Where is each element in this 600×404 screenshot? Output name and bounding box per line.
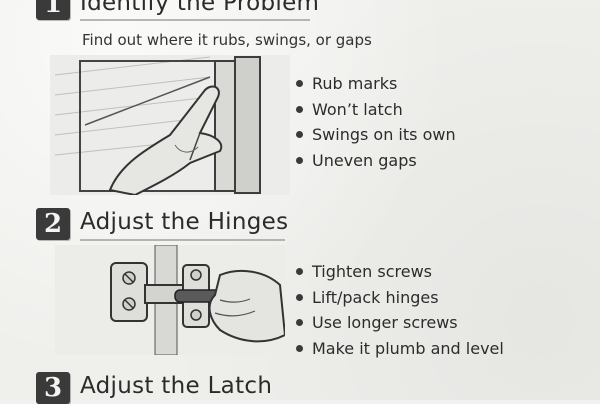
step-1-subtitle: Find out where it rubs, swings, or gaps — [82, 31, 372, 49]
bullet-dot-icon — [296, 80, 303, 88]
step-1-badge: 1 — [36, 0, 70, 20]
bullet-dot-icon — [296, 105, 303, 113]
step-2-title: Adjust the Hinges — [80, 209, 289, 235]
step-3-title: Adjust the Latch — [80, 373, 273, 399]
list-item: Tighten screws — [296, 259, 504, 285]
bullet-dot-icon — [296, 131, 303, 139]
list-item: Lift/pack hinges — [296, 285, 504, 311]
bullet-dot-icon — [296, 156, 303, 164]
step-2-bullet-list: Tighten screws Lift/pack hinges Use long… — [296, 259, 504, 361]
step-1-bullet-list: Rub marks Won’t latch Swings on its own … — [296, 71, 456, 173]
step-3-badge: 3 — [36, 372, 70, 404]
bullet-dot-icon — [296, 344, 303, 352]
step-2-number: 2 — [43, 209, 63, 239]
step-3-number: 3 — [43, 373, 63, 403]
list-item: Make it plumb and level — [296, 336, 504, 362]
list-item: Use longer screws — [296, 310, 504, 336]
list-item: Uneven gaps — [296, 148, 456, 174]
step-1-title: Identify the Problem — [80, 0, 320, 16]
list-item: Swings on its own — [296, 122, 456, 148]
bullet-dot-icon — [296, 319, 303, 327]
door-gap-illustration — [50, 55, 290, 195]
step-1-number: 1 — [43, 0, 63, 19]
list-item: Rub marks — [296, 71, 456, 97]
step-2-badge: 2 — [36, 208, 70, 240]
step-1-underline — [80, 19, 310, 21]
step-2-underline — [80, 239, 285, 241]
hinge-screwdriver-illustration — [55, 245, 285, 355]
bullet-dot-icon — [296, 293, 303, 301]
bullet-dot-icon — [296, 268, 303, 276]
list-item: Won’t latch — [296, 97, 456, 123]
